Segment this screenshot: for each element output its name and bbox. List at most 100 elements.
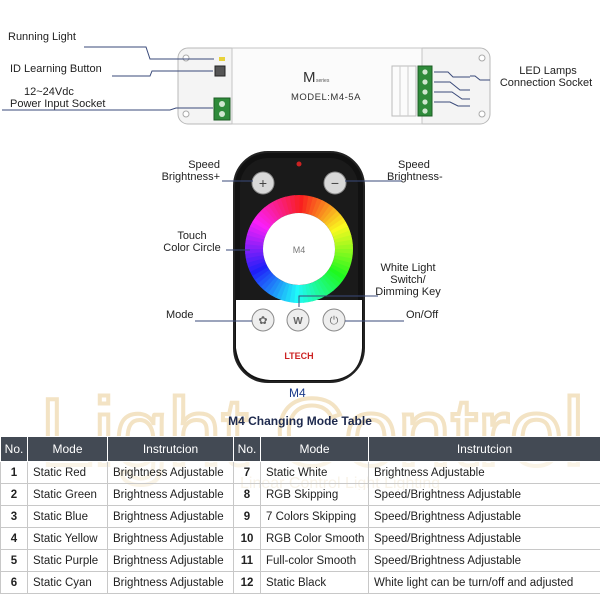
cell-instruction: Brightness Adjustable (107, 527, 234, 550)
color-wheel-segment (248, 225, 267, 237)
color-wheel-segment (250, 221, 269, 234)
label-color-circle: Color Circle (163, 242, 221, 254)
cell-instruction: Brightness Adjustable (368, 461, 600, 484)
cell-mode: Static Black (260, 571, 369, 594)
brand-logo: LTECH (284, 351, 313, 361)
label-power-socket: Power Input Socket (10, 98, 106, 110)
header-mode-2: Mode (260, 436, 369, 462)
controller-leaders (2, 46, 490, 111)
cell-instruction: Speed/Brightness Adjustable (368, 549, 600, 572)
touch-color-circle[interactable]: M4 (244, 195, 353, 303)
cell-no: 8 (233, 483, 261, 506)
table-row: 2 Static Green Brightness Adjustable 8 R… (0, 483, 600, 506)
color-wheel-segment (326, 269, 344, 285)
color-wheel-segment (317, 202, 331, 220)
color-wheel-segment (276, 198, 288, 217)
color-wheel-segment (246, 257, 266, 268)
color-wheel-segment (245, 238, 264, 246)
color-wheel-segment (333, 255, 353, 264)
cell-mode: Static White (260, 461, 369, 484)
id-learning-button[interactable] (214, 65, 226, 77)
diagram: M series MODEL:M4-5A + − (2, 46, 491, 383)
table-row: 5 Static Purple Brightness Adjustable 11… (0, 549, 600, 572)
color-wheel-segment (314, 200, 327, 219)
cell-no: 1 (0, 461, 28, 484)
cell-no: 10 (233, 527, 261, 550)
indicator-led (296, 161, 302, 167)
mode-icon: ✿ (258, 315, 267, 327)
color-wheel-segment (254, 269, 272, 284)
label-speed-minus-1: Speed (398, 159, 430, 171)
table-row: 4 Static Yellow Brightness Adjustable 10… (0, 527, 600, 550)
cell-instruction: White light can be turn/off and adjusted (368, 571, 600, 594)
cell-instruction: Speed/Brightness Adjustable (368, 483, 600, 506)
remote-model-name: M4 (289, 386, 306, 400)
label-running-light: Running Light (8, 31, 76, 43)
cell-no: 7 (233, 461, 261, 484)
color-wheel-segment (321, 274, 338, 291)
cell-instruction: Brightness Adjustable (107, 505, 234, 528)
color-wheel-segment (272, 199, 285, 218)
color-wheel-segment (328, 267, 346, 281)
color-wheel-segment (310, 281, 322, 300)
color-wheel-segment (334, 244, 353, 250)
cell-mode: Static Purple (27, 549, 108, 572)
speed-brightness-minus-button[interactable]: − (323, 171, 347, 195)
power-input-socket (213, 97, 231, 121)
color-wheel-segment (307, 282, 318, 302)
cell-no: 11 (233, 549, 261, 572)
cell-instruction: Speed/Brightness Adjustable (368, 527, 600, 550)
color-wheel-segment (275, 281, 287, 300)
color-wheel-segment (302, 195, 310, 214)
color-wheel-segment (260, 274, 276, 291)
label-touch: Touch (177, 230, 207, 242)
color-wheel-segment (280, 196, 291, 216)
cell-no: 9 (233, 505, 261, 528)
white-light-key[interactable]: W (286, 308, 310, 332)
color-wheel-segment (246, 229, 266, 240)
cell-instruction: Brightness Adjustable (107, 571, 234, 594)
speed-brightness-plus-button[interactable]: + (251, 171, 275, 195)
color-wheel-segment (248, 260, 267, 272)
controller-unit: M series MODEL:M4-5A (177, 47, 491, 125)
color-wheel-segment (334, 252, 353, 260)
model-label: MODEL:M4-5A (291, 92, 361, 103)
color-wheel-segment (245, 254, 265, 263)
color-wheel-segment (245, 251, 264, 259)
color-wheel-segment (332, 258, 352, 269)
color-wheel-segment (326, 214, 344, 229)
label-id-learning-button: ID Learning Button (10, 63, 102, 75)
color-wheel-segment (316, 278, 330, 297)
color-wheel-segment (271, 279, 284, 298)
series-label: series (316, 78, 330, 84)
color-wheel-segment (289, 195, 297, 214)
header-no-2: No. (233, 436, 261, 462)
power-icon: ⏻ (330, 315, 339, 327)
header-no: No. (0, 436, 28, 462)
color-wheel-segment (267, 278, 281, 296)
label-power-voltage: 12~24Vdc (24, 86, 74, 98)
label-white-light: White Light (380, 262, 436, 274)
on-off-button[interactable]: ⏻ (322, 308, 346, 332)
cell-mode: Static Green (27, 483, 108, 506)
color-wheel-segment (264, 204, 279, 222)
table-row: 1 Static Red Brightness Adjustable 7 Sta… (0, 461, 600, 484)
w-key-label: W (293, 316, 303, 327)
label-speed-plus-1: Speed (188, 159, 220, 171)
color-wheel-segment (279, 282, 290, 302)
header-mode: Mode (27, 436, 108, 462)
color-wheel-segment (288, 284, 296, 303)
color-wheel-segment (313, 280, 326, 299)
remote-leaders (195, 180, 404, 322)
color-wheel-segment (257, 210, 274, 226)
label-switch: Switch/ (390, 274, 426, 286)
cell-mode: Static Red (27, 461, 108, 484)
color-wheel-segment (251, 266, 270, 280)
label-led-lamps: LED Lamps (519, 65, 577, 77)
cell-instruction: Speed/Brightness Adjustable (368, 505, 600, 528)
color-wheel-segment (260, 207, 277, 224)
cell-no: 6 (0, 571, 28, 594)
table-row: 3 Static Blue Brightness Adjustable 9 7 … (0, 505, 600, 528)
mode-button[interactable]: ✿ (251, 308, 275, 332)
color-wheel-segment (305, 195, 314, 215)
